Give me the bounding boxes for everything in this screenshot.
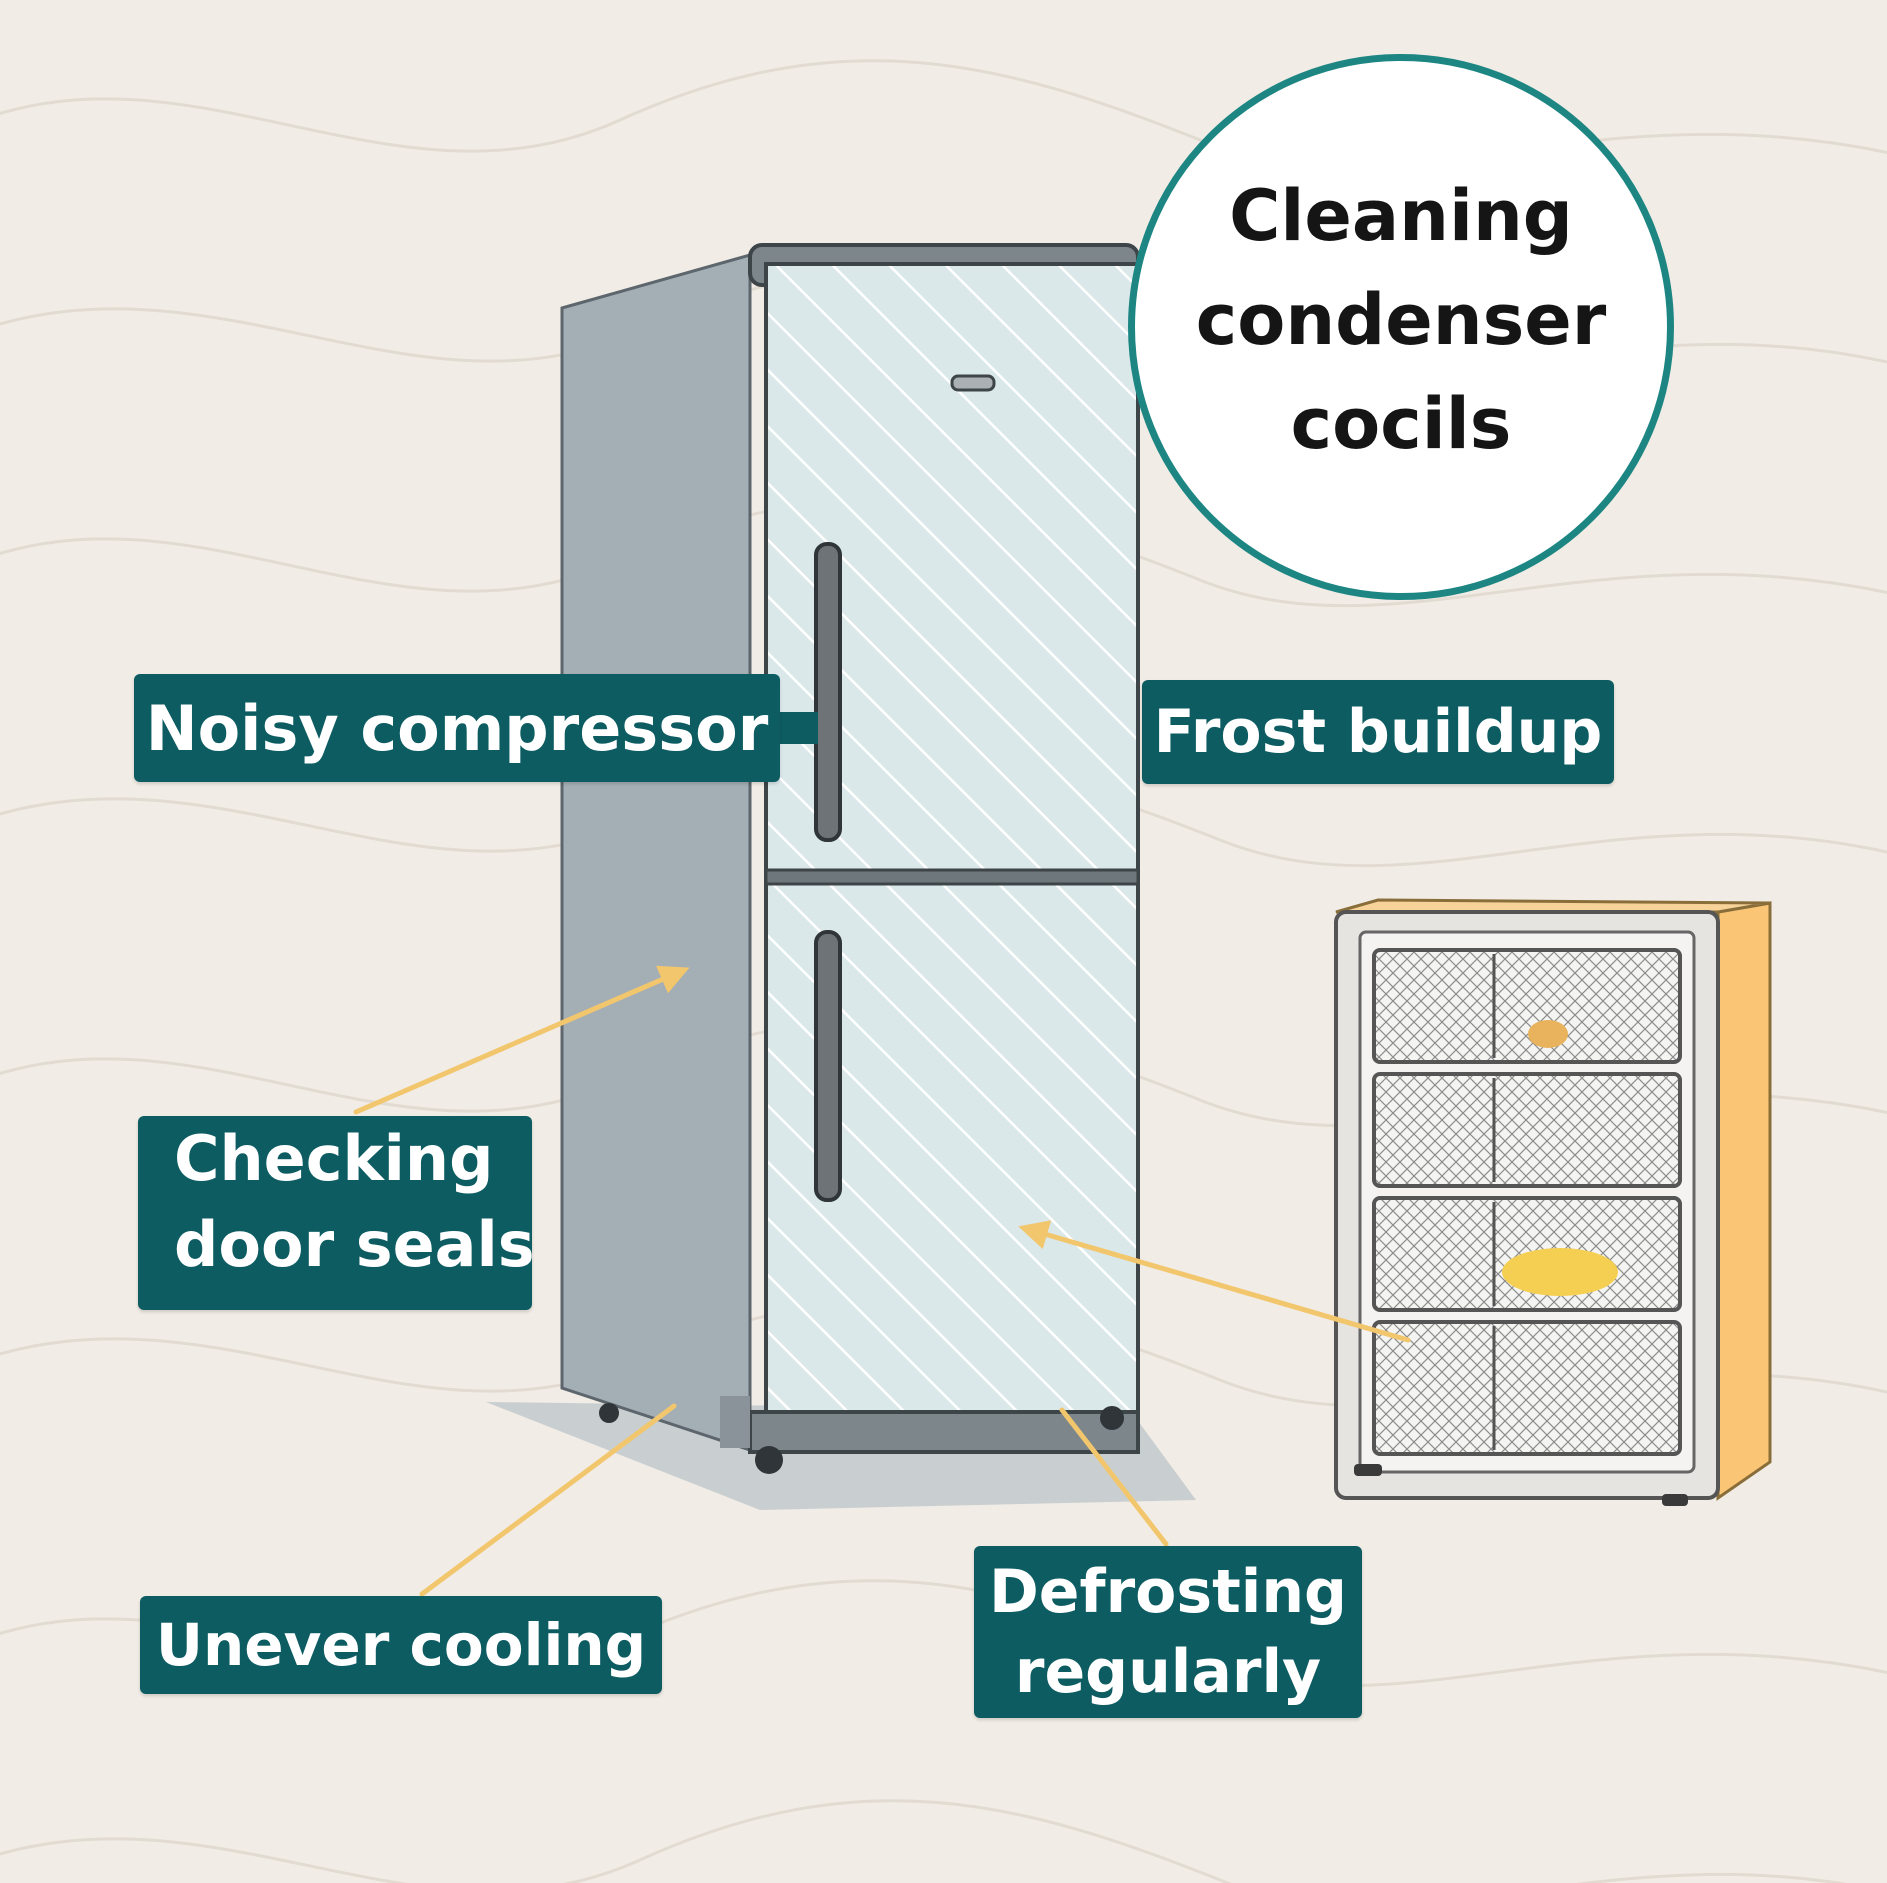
cleaning-condenser-coils-bubble: Cleaning condenser cocils xyxy=(1128,54,1674,600)
fridge-side-panel xyxy=(562,255,750,1450)
arrow-uneven-cooling xyxy=(419,1403,677,1597)
freezer-drawer xyxy=(1372,948,1682,1064)
arrow-freezer-to-fridge xyxy=(1018,1220,1411,1343)
freezer-side-panel xyxy=(1716,901,1772,1501)
arrow-defrosting xyxy=(1059,1407,1169,1547)
fridge-display-indicator xyxy=(950,374,996,392)
label-line: door seals xyxy=(174,1208,535,1281)
bubble-line: Cleaning xyxy=(1229,175,1573,257)
arrow-door-seals xyxy=(353,965,690,1115)
label-line: Defrosting xyxy=(988,1557,1348,1627)
freezer-foot xyxy=(1662,1494,1688,1506)
fridge-base xyxy=(748,1410,1140,1454)
fridge-lower-handle xyxy=(814,930,842,1202)
fridge-side-base xyxy=(720,1396,750,1448)
label-defrosting-regularly: Defrosting regularly xyxy=(974,1546,1362,1718)
bubble-line: cocils xyxy=(1290,383,1512,465)
annotation-arrows xyxy=(353,965,1411,1597)
label-frost-buildup: Frost buildup xyxy=(1142,680,1614,784)
fridge-upper-handle xyxy=(814,542,842,842)
label-uneven-cooling: Unever cooling xyxy=(140,1596,662,1694)
mini-freezer xyxy=(1334,898,1772,1506)
bubble-line: condenser xyxy=(1195,279,1607,361)
fridge-wheel xyxy=(1100,1406,1124,1430)
freezer-foot xyxy=(1354,1464,1382,1476)
refrigerator xyxy=(486,243,1196,1510)
fridge-wheel xyxy=(599,1403,619,1423)
label-noisy-compressor: Noisy compressor xyxy=(134,674,780,782)
label-checking-door-seals: Checking door seals xyxy=(138,1116,535,1310)
fridge-door-divider xyxy=(764,868,1140,886)
freezer-drawer xyxy=(1372,1196,1682,1312)
label-line: Checking xyxy=(174,1122,494,1195)
freezer-drawer xyxy=(1372,1072,1682,1188)
freezer-drawer xyxy=(1372,1320,1682,1456)
label-line: regularly xyxy=(1014,1637,1322,1707)
fridge-wheel xyxy=(755,1446,783,1474)
